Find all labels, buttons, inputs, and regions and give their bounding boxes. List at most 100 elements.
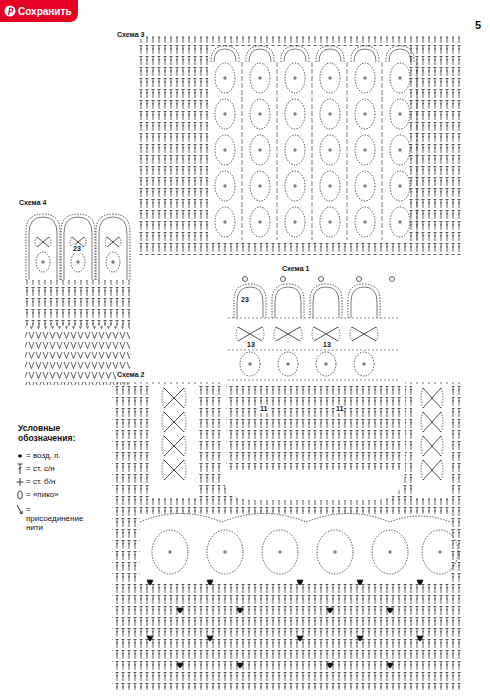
shell-symbol <box>177 608 183 613</box>
chain-loop <box>372 530 408 574</box>
stitch-cross <box>223 550 227 554</box>
stitch-cross <box>363 184 367 188</box>
chain-loop <box>285 99 305 129</box>
lace-strip <box>150 386 198 498</box>
cross-stitches <box>164 460 184 480</box>
stitch-column <box>417 62 418 240</box>
chain-loop <box>215 63 235 93</box>
stitch-cross <box>293 148 297 152</box>
chart-title: Схема 2 <box>116 371 145 379</box>
stitch-cross <box>223 184 227 188</box>
chain-loop <box>355 207 375 237</box>
stitch-cross <box>398 76 402 80</box>
stitch-cross <box>223 112 227 116</box>
shell-symbol <box>297 580 303 585</box>
chain-loop <box>240 352 260 376</box>
cross-stitches <box>423 436 441 456</box>
stitch-grid <box>137 36 462 255</box>
cross-stitches <box>164 412 184 432</box>
cross-stitches <box>423 388 441 408</box>
stitch-count: 23 <box>72 245 82 253</box>
legend-entry: = ст. с/н <box>26 464 55 473</box>
chain-loop <box>152 530 188 574</box>
cross-stitches <box>423 412 441 432</box>
stitch-cross <box>328 112 332 116</box>
cross-stitches <box>423 460 441 480</box>
arch-chain <box>386 46 414 62</box>
shell-symbol <box>207 636 213 641</box>
sc-symbol <box>17 478 24 486</box>
scallop-chain <box>140 514 450 523</box>
chart-title: Схема 1 <box>281 265 310 273</box>
stitch-cross <box>324 362 328 366</box>
chain-loop <box>250 207 270 237</box>
picot <box>319 277 324 282</box>
stitch-cross <box>293 220 297 224</box>
stitch-cross <box>398 220 402 224</box>
stitch-cross <box>76 260 80 264</box>
stitch-cross <box>168 550 172 554</box>
arch-chain <box>246 46 274 62</box>
shell-symbol <box>237 663 243 668</box>
bow-sides <box>35 237 51 247</box>
cross-stitches <box>37 237 49 247</box>
stitch-cross <box>328 148 332 152</box>
chain-loop <box>285 207 305 237</box>
arch-chain <box>26 214 60 280</box>
chain-loop <box>207 530 243 574</box>
stitch-column <box>347 62 348 240</box>
bow-sides <box>162 460 186 480</box>
row-line <box>228 318 398 380</box>
arch-chain <box>272 284 304 318</box>
bow-sides <box>421 412 443 432</box>
chain-loop <box>320 135 340 165</box>
stitch-count: 11 <box>259 405 268 413</box>
stitch-grid <box>25 280 130 326</box>
bow-sides <box>274 327 302 341</box>
join-symbol <box>17 505 22 514</box>
stitch-column <box>242 62 243 240</box>
chain-loop <box>71 252 85 272</box>
bow-sides <box>421 460 443 480</box>
shell-symbol <box>327 663 333 668</box>
bow-sides <box>162 412 186 432</box>
chain-loop <box>316 352 336 376</box>
arch-chain <box>211 46 239 62</box>
legend-entry: = «пико» <box>26 490 59 499</box>
picot <box>390 277 395 282</box>
shell-symbol <box>147 636 153 641</box>
chain-loop <box>36 252 50 272</box>
page-number: 5 <box>474 19 482 32</box>
stitch-cross <box>293 184 297 188</box>
chain-loop <box>250 171 270 201</box>
button-label: Сохранить <box>18 6 72 17</box>
shell-symbol <box>387 608 393 613</box>
stitch-column <box>277 62 278 240</box>
bow-sides <box>162 388 186 408</box>
shell-symbol <box>417 636 423 641</box>
chain-loop <box>285 135 305 165</box>
chain-loop <box>215 207 235 237</box>
lace-strip <box>412 386 452 498</box>
stitch-cross <box>328 184 332 188</box>
cross-stitches <box>164 388 184 408</box>
lace-band <box>140 514 450 584</box>
stitch-cross <box>363 148 367 152</box>
stitch-cross <box>293 112 297 116</box>
stitch-cross <box>362 362 366 366</box>
legend-entry: = присоединение нити <box>26 505 90 533</box>
cross-stitches <box>314 327 338 341</box>
arch-chain <box>310 284 342 318</box>
stitch-count: 13 <box>246 341 256 349</box>
picot <box>357 277 362 282</box>
arch-stitches <box>319 49 341 62</box>
stitch-cross <box>258 76 262 80</box>
arch-stitches <box>64 217 92 280</box>
arch-chain <box>351 46 379 62</box>
chain-loop <box>250 99 270 129</box>
chain-loop <box>215 135 235 165</box>
arch-stitches <box>249 49 271 62</box>
stitch-cross <box>248 362 252 366</box>
arch-stitches <box>99 217 127 280</box>
